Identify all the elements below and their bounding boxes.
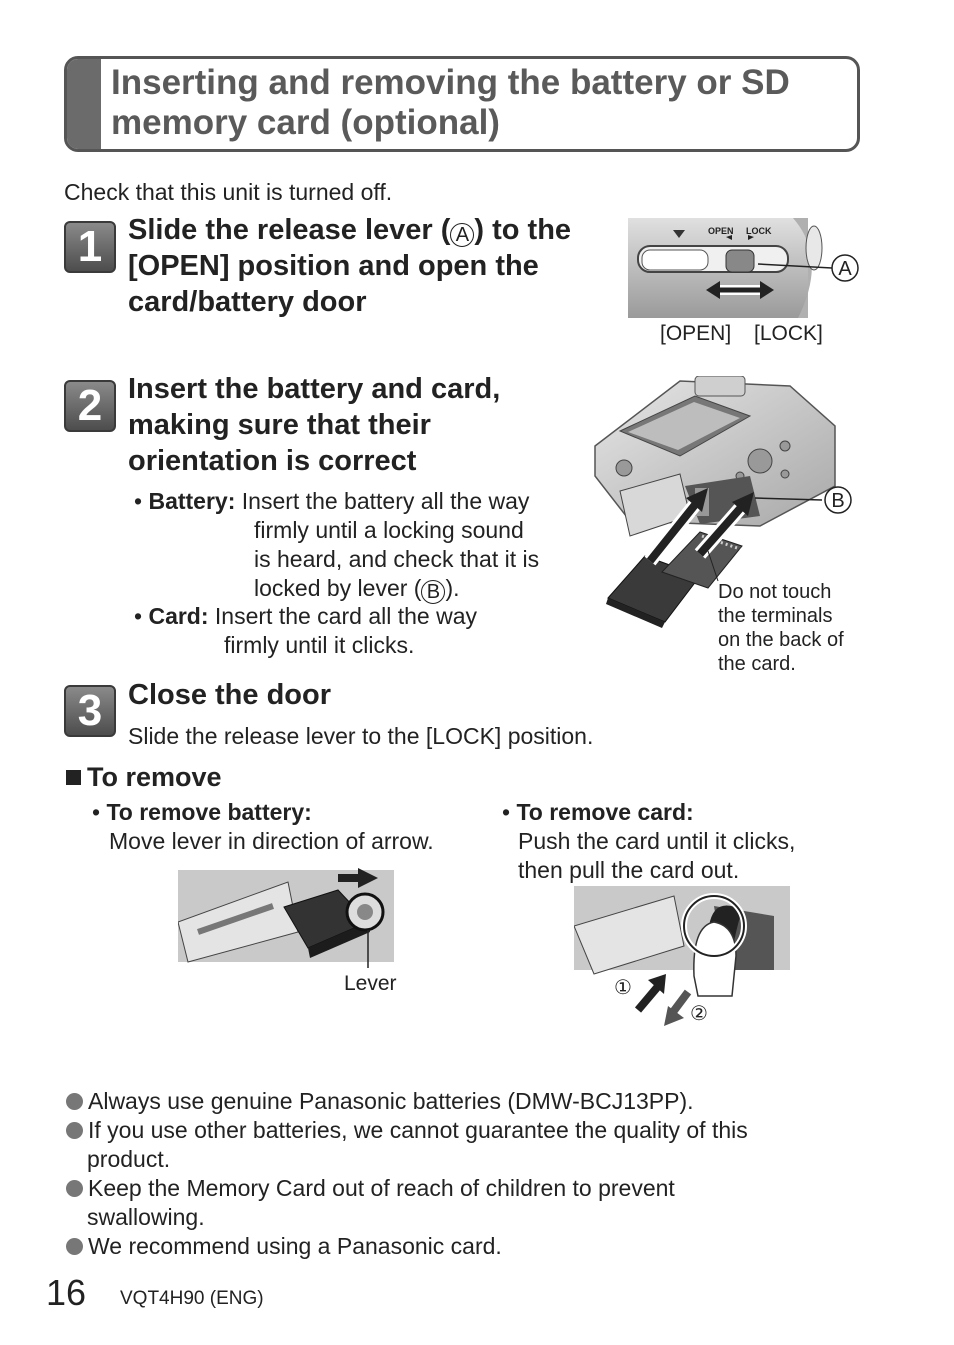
intro-text: Check that this unit is turned off.: [64, 179, 393, 205]
note-3-line-2: swallowing.: [87, 1204, 205, 1230]
card-terminal-note-line-4: the card.: [718, 653, 796, 675]
release-lever-figure: OPEN LOCK A: [628, 218, 859, 318]
step-1-heading-part-a: Slide the release lever (: [128, 214, 451, 246]
marker-a-figure: A: [838, 258, 852, 280]
remove-card-label: To remove card:: [516, 799, 694, 825]
marker-a: A: [450, 223, 475, 247]
open-caption: [OPEN]: [660, 322, 732, 345]
remove-battery-instruction: • To remove battery: Move lever in direc…: [92, 799, 434, 854]
note-4-line-1: We recommend using a Panasonic card.: [88, 1233, 502, 1259]
card-instruction: • Card: Insert the card all the way firm…: [134, 603, 477, 658]
remove-heading: To remove: [66, 762, 222, 793]
note-item: We recommend using a Panasonic card.: [66, 1232, 906, 1261]
remove-card-text-line-2: then pull the card out.: [518, 857, 740, 883]
remove-step-1-icon: ①: [614, 975, 632, 999]
bullet-dot-icon: [66, 1093, 83, 1110]
remove-card-figure: ① ②: [574, 886, 790, 1026]
bullet-dot-icon: [66, 1238, 83, 1255]
note-1-line-1: Always use genuine Panasonic batteries (…: [88, 1088, 694, 1114]
battery-text-line-2: firmly until a locking sound: [254, 517, 524, 543]
card-terminal-note-line-1: Do not touch: [718, 581, 832, 603]
card-terminal-note: Do not touch the terminals on the back o…: [718, 580, 844, 676]
title-tab: [67, 59, 101, 149]
battery-text-line-1: Insert the battery all the way: [241, 488, 530, 514]
title-banner: Inserting and removing the battery or SD…: [64, 56, 860, 152]
remove-battery-text: Move lever in direction of arrow.: [109, 828, 434, 854]
page-title: Inserting and removing the battery or SD…: [111, 63, 790, 142]
battery-instruction: • Battery: Insert the battery all the wa…: [134, 488, 540, 604]
lock-label: LOCK: [746, 226, 772, 236]
remove-battery-figure: [178, 868, 394, 968]
note-item: If you use other batteries, we cannot gu…: [66, 1116, 906, 1145]
card-text-line-2: firmly until it clicks.: [224, 632, 415, 658]
marker-b-figure: B: [831, 490, 844, 512]
card-label: Card:: [148, 603, 209, 629]
battery-text-line-3: is heard, and check that it is: [254, 546, 540, 572]
remove-card-instruction: • To remove card: Push the card until it…: [502, 799, 796, 883]
step-3-text: Slide the release lever to the [LOCK] po…: [128, 723, 594, 749]
note-2-line-2: product.: [87, 1146, 171, 1172]
battery-label: Battery:: [148, 488, 236, 514]
square-bullet-icon: [66, 770, 81, 785]
battery-text-line-4b: ).: [445, 575, 460, 601]
notes-list: Always use genuine Panasonic batteries (…: [66, 1087, 906, 1261]
note-item: Keep the Memory Card out of reach of chi…: [66, 1174, 906, 1203]
step-1-number: 1: [64, 221, 116, 273]
marker-b: B: [421, 580, 446, 604]
note-2-line-1: If you use other batteries, we cannot gu…: [88, 1117, 748, 1143]
remove-card-text-line-1: Push the card until it clicks,: [518, 828, 796, 854]
remove-battery-label: To remove battery:: [106, 799, 312, 825]
step-2-heading: Insert the battery and card, making sure…: [128, 373, 501, 477]
step-1-heading-part-b: ) to the [OPEN] position and open the ca…: [128, 214, 572, 318]
remove-heading-text: To remove: [87, 762, 222, 792]
battery-text-line-4a: locked by lever (: [254, 575, 422, 601]
step-3-number: 3: [64, 685, 116, 737]
card-text-line-1: Insert the card all the way: [214, 603, 477, 629]
remove-step-2-icon: ②: [690, 1001, 708, 1025]
note-item: Always use genuine Panasonic batteries (…: [66, 1087, 906, 1116]
step-1-heading: Slide the release lever (A) to the [OPEN…: [128, 212, 598, 320]
step-3-heading: Close the door: [128, 679, 332, 711]
step-2-number: 2: [64, 380, 116, 432]
lock-caption: [LOCK]: [754, 322, 823, 345]
bullet-dot-icon: [66, 1122, 83, 1139]
page-number: 16: [46, 1272, 87, 1313]
bullet-dot-icon: [66, 1180, 83, 1197]
open-label: OPEN: [708, 226, 734, 236]
card-terminal-note-line-3: on the back of: [718, 629, 844, 651]
battery-card-insertion-figure: B: [594, 376, 852, 628]
card-terminal-note-line-2: the terminals: [718, 605, 833, 627]
lever-caption: Lever: [344, 972, 397, 995]
note-3-line-1: Keep the Memory Card out of reach of chi…: [88, 1175, 675, 1201]
document-code: VQT4H90 (ENG): [120, 1288, 264, 1309]
